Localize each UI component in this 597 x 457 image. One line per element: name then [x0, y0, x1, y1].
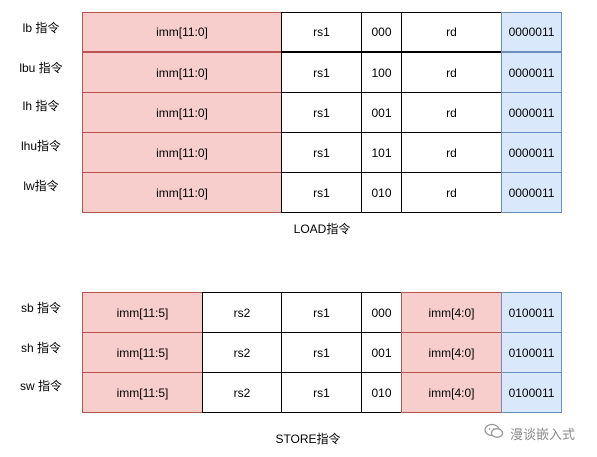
store-caption: STORE指令	[275, 432, 341, 446]
imm-lo-field: imm[4:0]	[401, 372, 502, 413]
watermark-text: 漫谈嵌入式	[510, 427, 576, 443]
rs2-field: rs2	[202, 332, 282, 373]
imm-lo-field: imm[4:0]	[401, 292, 502, 333]
opcode-field: 0000011	[501, 52, 562, 93]
row-label: lbu 指令	[19, 61, 63, 75]
row-label: sh 指令	[20, 341, 61, 355]
rs2-field: rs2	[202, 292, 282, 333]
funct3-field: 001	[361, 332, 402, 373]
funct3-field: 100	[361, 52, 402, 93]
rs1-field: rs1	[281, 332, 362, 373]
imm-hi-field: imm[11:5]	[82, 372, 203, 413]
opcode-field: 0000011	[501, 12, 562, 52]
imm-hi-field: imm[11:5]	[82, 332, 203, 373]
rs1-field: rs1	[281, 372, 362, 413]
rd-field: rd	[401, 52, 502, 93]
row-label: sb 指令	[20, 301, 61, 315]
row-label: lh 指令	[22, 99, 60, 113]
opcode-field: 0000011	[501, 92, 562, 133]
rs2-field: rs2	[202, 372, 282, 413]
imm-lo-field: imm[4:0]	[401, 332, 502, 373]
opcode-field: 0100011	[501, 372, 562, 413]
funct3-field: 010	[361, 172, 402, 213]
wechat-icon	[484, 423, 504, 444]
row-label: sw 指令	[19, 379, 62, 393]
rd-field: rd	[401, 92, 502, 133]
rs1-field: rs1	[281, 12, 362, 52]
rd-field: rd	[401, 12, 502, 52]
rd-field: rd	[401, 132, 502, 173]
funct3-field: 001	[361, 92, 402, 133]
rs1-field: rs1	[281, 172, 362, 213]
rs1-field: rs1	[281, 132, 362, 173]
imm-hi-field: imm[11:5]	[82, 292, 203, 333]
funct3-field: 101	[361, 132, 402, 173]
row-label: lw指令	[23, 179, 59, 193]
rs1-field: rs1	[281, 52, 362, 93]
opcode-field: 0100011	[501, 332, 562, 373]
imm-field: imm[11:0]	[82, 52, 282, 93]
rs1-field: rs1	[281, 292, 362, 333]
row-label: lb 指令	[22, 21, 60, 35]
funct3-field: 000	[361, 292, 402, 333]
imm-field: imm[11:0]	[82, 12, 282, 52]
funct3-field: 000	[361, 12, 402, 52]
imm-field: imm[11:0]	[82, 132, 282, 173]
rs1-field: rs1	[281, 92, 362, 133]
opcode-field: 0000011	[501, 172, 562, 213]
imm-field: imm[11:0]	[82, 172, 282, 213]
opcode-field: 0100011	[501, 292, 562, 333]
watermark: 漫谈嵌入式	[484, 422, 584, 444]
load-caption: LOAD指令	[293, 222, 351, 236]
rd-field: rd	[401, 172, 502, 213]
opcode-field: 0000011	[501, 132, 562, 173]
funct3-field: 010	[361, 372, 402, 413]
imm-field: imm[11:0]	[82, 92, 282, 133]
row-label: lhu指令	[20, 139, 61, 153]
